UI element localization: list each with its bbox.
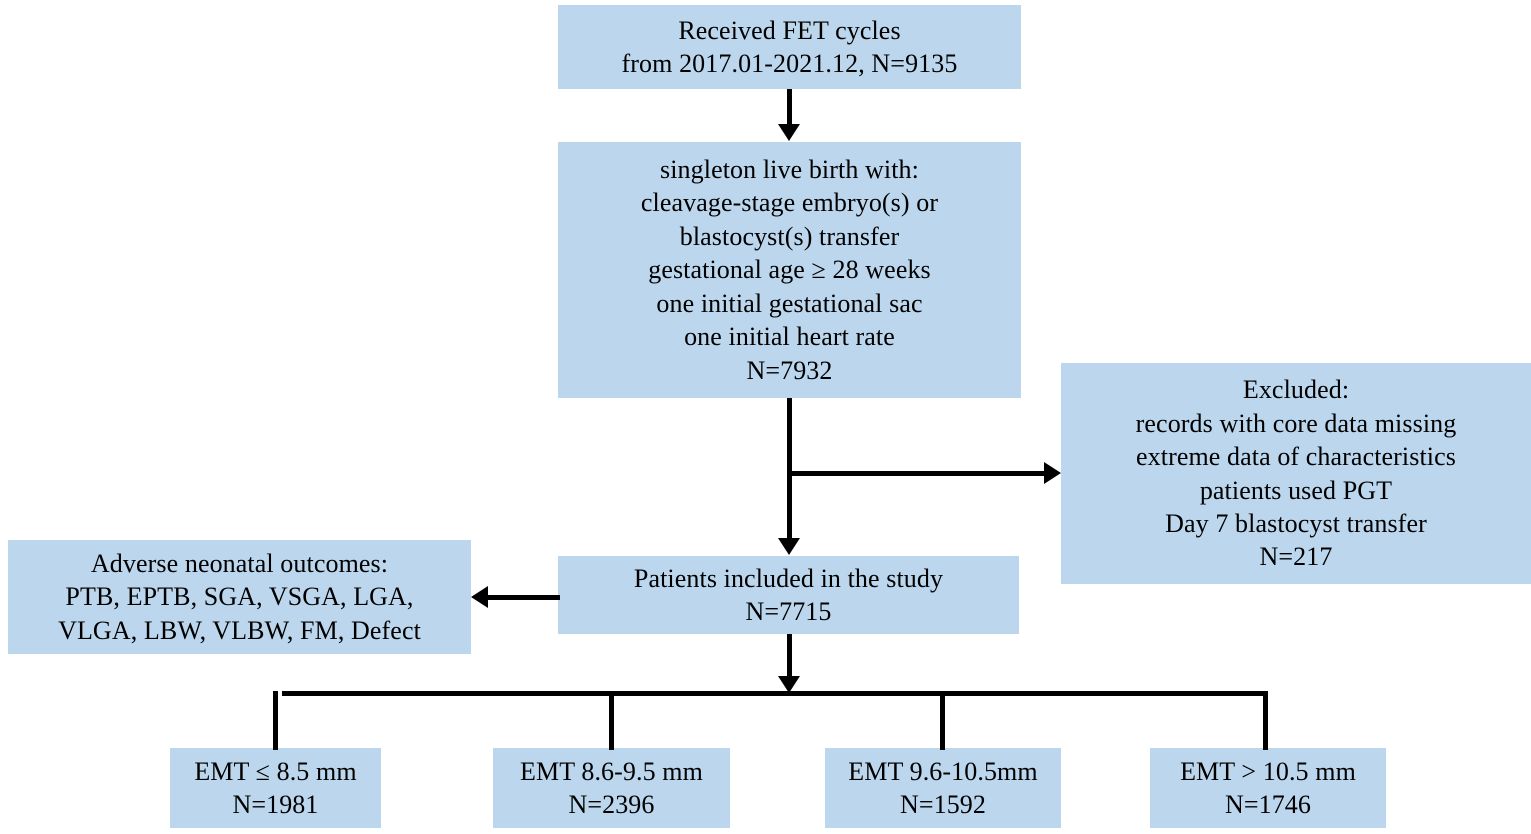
- node-emt-group-3: EMT 9.6-10.5mm N=1592: [825, 748, 1061, 828]
- connector-drop-to-emt-3: [940, 691, 945, 750]
- arrowhead-down-icon: [778, 124, 800, 141]
- connector-drop-to-emt-1: [273, 691, 278, 750]
- node-adverse-neonatal-outcomes: Adverse neonatal outcomes: PTB, EPTB, SG…: [8, 540, 471, 654]
- arrowhead-down-icon: [778, 676, 800, 693]
- connector-eligibility-to-included: [787, 398, 792, 540]
- connector-received-to-eligibility: [787, 89, 792, 126]
- arrowhead-down-icon: [778, 538, 800, 555]
- node-emt-group-2: EMT 8.6-9.5 mm N=2396: [493, 748, 730, 828]
- connector-included-to-split: [787, 634, 792, 679]
- connector-drop-to-emt-2: [609, 691, 614, 750]
- connector-included-to-outcomes: [483, 595, 560, 600]
- node-emt-group-1: EMT ≤ 8.5 mm N=1981: [170, 748, 381, 828]
- connector-split-bar: [282, 691, 1268, 696]
- connector-to-excluded: [789, 471, 1050, 476]
- connector-drop-to-emt-4: [1263, 691, 1268, 750]
- node-emt-group-4: EMT > 10.5 mm N=1746: [1150, 748, 1386, 828]
- node-excluded: Excluded: records with core data missing…: [1061, 363, 1531, 584]
- node-received-fet-cycles: Received FET cycles from 2017.01-2021.12…: [558, 5, 1021, 89]
- node-eligibility-criteria: singleton live birth with: cleavage-stag…: [558, 142, 1021, 398]
- node-patients-included: Patients included in the study N=7715: [558, 556, 1019, 634]
- arrowhead-right-icon: [1044, 462, 1061, 484]
- arrowhead-left-icon: [471, 586, 488, 608]
